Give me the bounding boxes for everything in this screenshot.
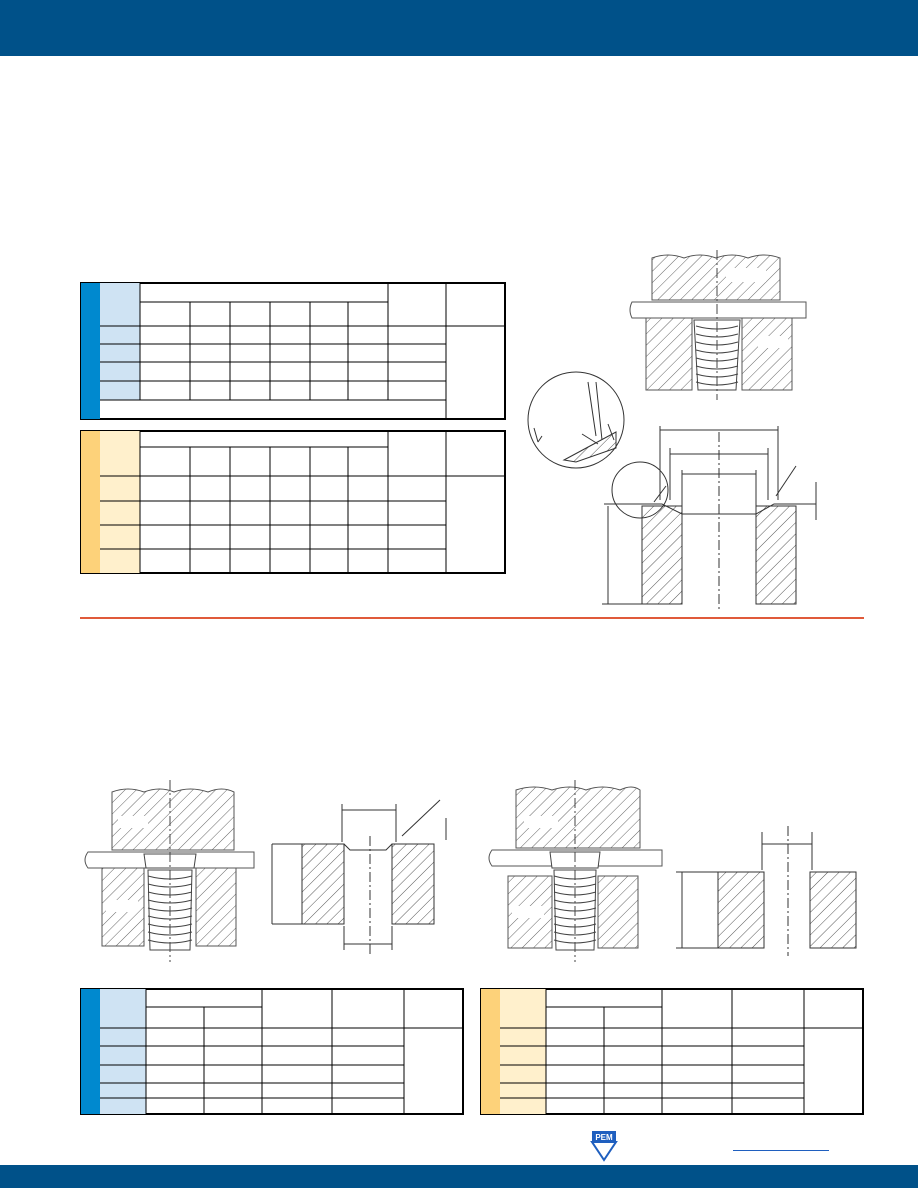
unified-dimension-table-top <box>80 282 506 420</box>
installed-fastener-drawing-bottom-right <box>488 780 663 962</box>
website-link-underline[interactable] <box>733 1150 829 1151</box>
section-divider <box>80 617 864 619</box>
metric-dimension-table-bottom <box>480 988 864 1115</box>
installed-fastener-drawing-top <box>629 250 807 400</box>
mounting-hole-drawing-right <box>676 826 857 956</box>
metric-dimension-table-top <box>80 430 506 574</box>
header-bar <box>0 0 918 56</box>
panel-hole-detail-drawing <box>527 371 817 612</box>
mounting-hole-drawing-left <box>271 799 447 956</box>
footer-bar <box>0 1165 918 1188</box>
unified-dimension-table-bottom <box>80 988 464 1115</box>
logo-text: PEM <box>595 1133 613 1142</box>
installed-fastener-drawing-bottom-left <box>84 780 255 962</box>
pem-logo-icon: PEM <box>590 1131 618 1162</box>
